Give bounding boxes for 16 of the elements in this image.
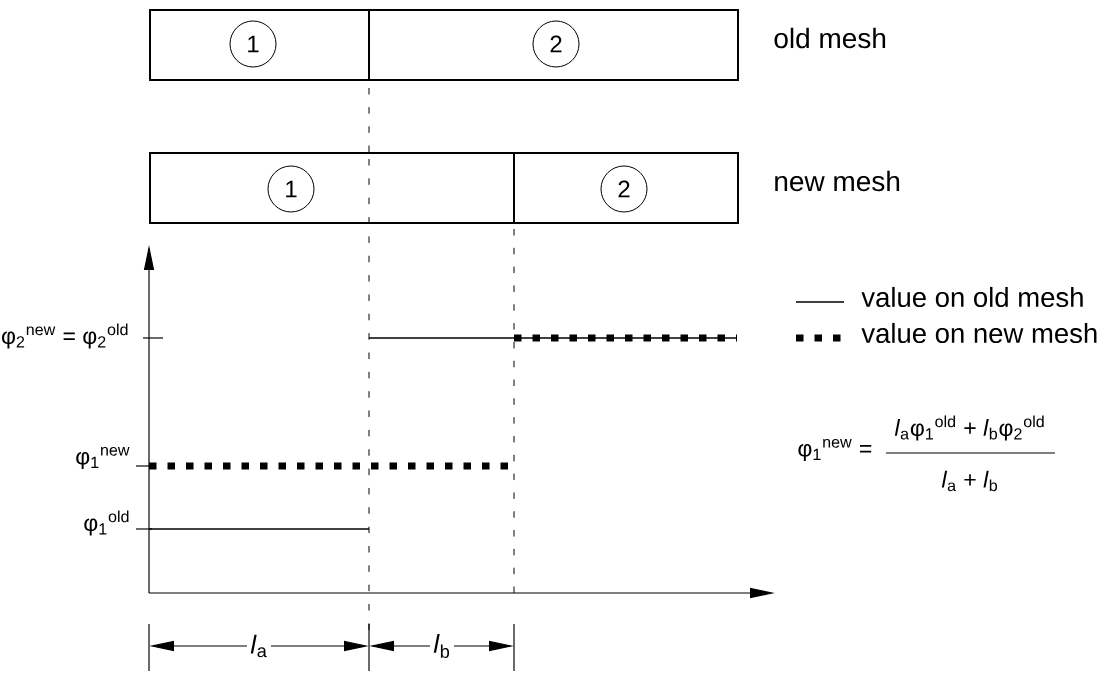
dimension-label: l$_{a}$ xyxy=(247,631,271,661)
axis-tick-label: φ$_{1}$new xyxy=(76,446,130,470)
mesh-label: new mesh xyxy=(775,170,900,192)
mesh-label: old mesh xyxy=(774,27,886,49)
axis-tick-label: φ$_{1}$old xyxy=(84,510,129,536)
element-number: 2 xyxy=(532,20,580,68)
element-number: 1 xyxy=(267,165,315,213)
fraction-numerator: l$_{a}$φ$_{1}$$^{old}$ + l$_{b}$φ$_{2}$old xyxy=(894,415,1044,441)
axis-tick-label: φ$_{2}$$^{new}$ = φ$_{2}$old xyxy=(2,323,128,349)
legend-text: value on new mesh xyxy=(861,322,1097,344)
element-number: 2 xyxy=(600,165,648,213)
formula-text: φ$_{1}$$^{new}$ = xyxy=(798,438,872,462)
fraction-denominator: l$_{a}$ + l$_{b}$ xyxy=(941,470,998,492)
element-number: 1 xyxy=(229,20,277,68)
legend-text: value on old mesh xyxy=(861,286,1083,308)
dimension-label: l$_{b}$ xyxy=(430,630,454,662)
